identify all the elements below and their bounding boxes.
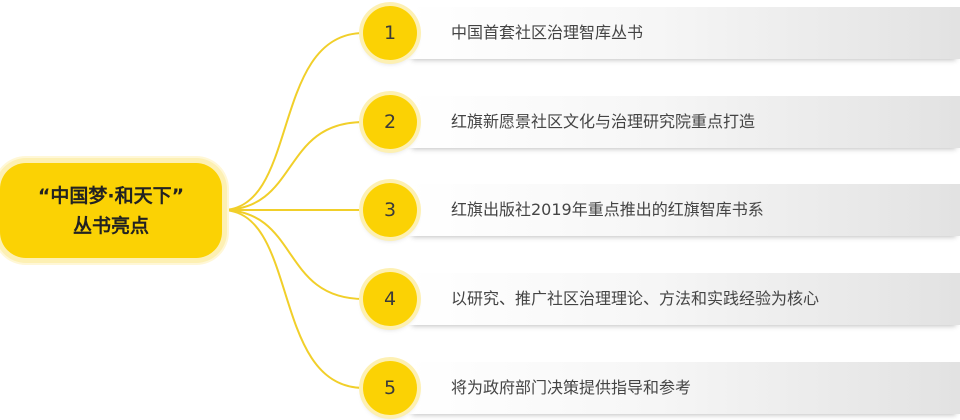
branch-item-3: 3 红旗出版社2019年重点推出的红旗智库书系 [360, 180, 960, 240]
number-badge-5: 5 [363, 361, 417, 415]
branch-bar [408, 96, 960, 148]
number-badge-4: 4 [363, 272, 417, 326]
branch-label-1: 中国首套社区治理智库丛书 [451, 23, 644, 42]
connector-2 [221, 121, 365, 211]
branch-item-1: 1 中国首套社区治理智库丛书 [360, 3, 960, 63]
central-topic: “中国梦·和天下” 丛书亮点 [0, 163, 222, 258]
central-topic-subtitle: 丛书亮点 [72, 214, 149, 237]
connector-4 [221, 209, 365, 300]
branch-bar [408, 362, 960, 414]
branch-bar [408, 7, 960, 59]
number-badge-3: 3 [363, 183, 417, 237]
number-badge-2: 2 [363, 95, 417, 149]
branch-item-2: 2 红旗新愿景社区文化与治理研究院重点打造 [360, 92, 960, 152]
connector-5 [221, 209, 365, 389]
branch-bar [408, 184, 960, 236]
central-topic-title: “中国梦·和天下” [37, 184, 185, 207]
branch-label-4: 以研究、推广社区治理理论、方法和实践经验为核心 [451, 289, 820, 308]
branch-item-5: 5 将为政府部门决策提供指导和参考 [360, 358, 960, 418]
branch-label-3: 红旗出版社2019年重点推出的红旗智库书系 [451, 200, 764, 219]
branch-bar [408, 273, 960, 325]
branch-label-2: 红旗新愿景社区文化与治理研究院重点打造 [451, 112, 756, 131]
branch-label-5: 将为政府部门决策提供指导和参考 [451, 378, 692, 397]
number-badge-1: 1 [363, 6, 417, 60]
branch-item-4: 4 以研究、推广社区治理理论、方法和实践经验为核心 [360, 269, 960, 329]
connector-1 [221, 32, 365, 211]
